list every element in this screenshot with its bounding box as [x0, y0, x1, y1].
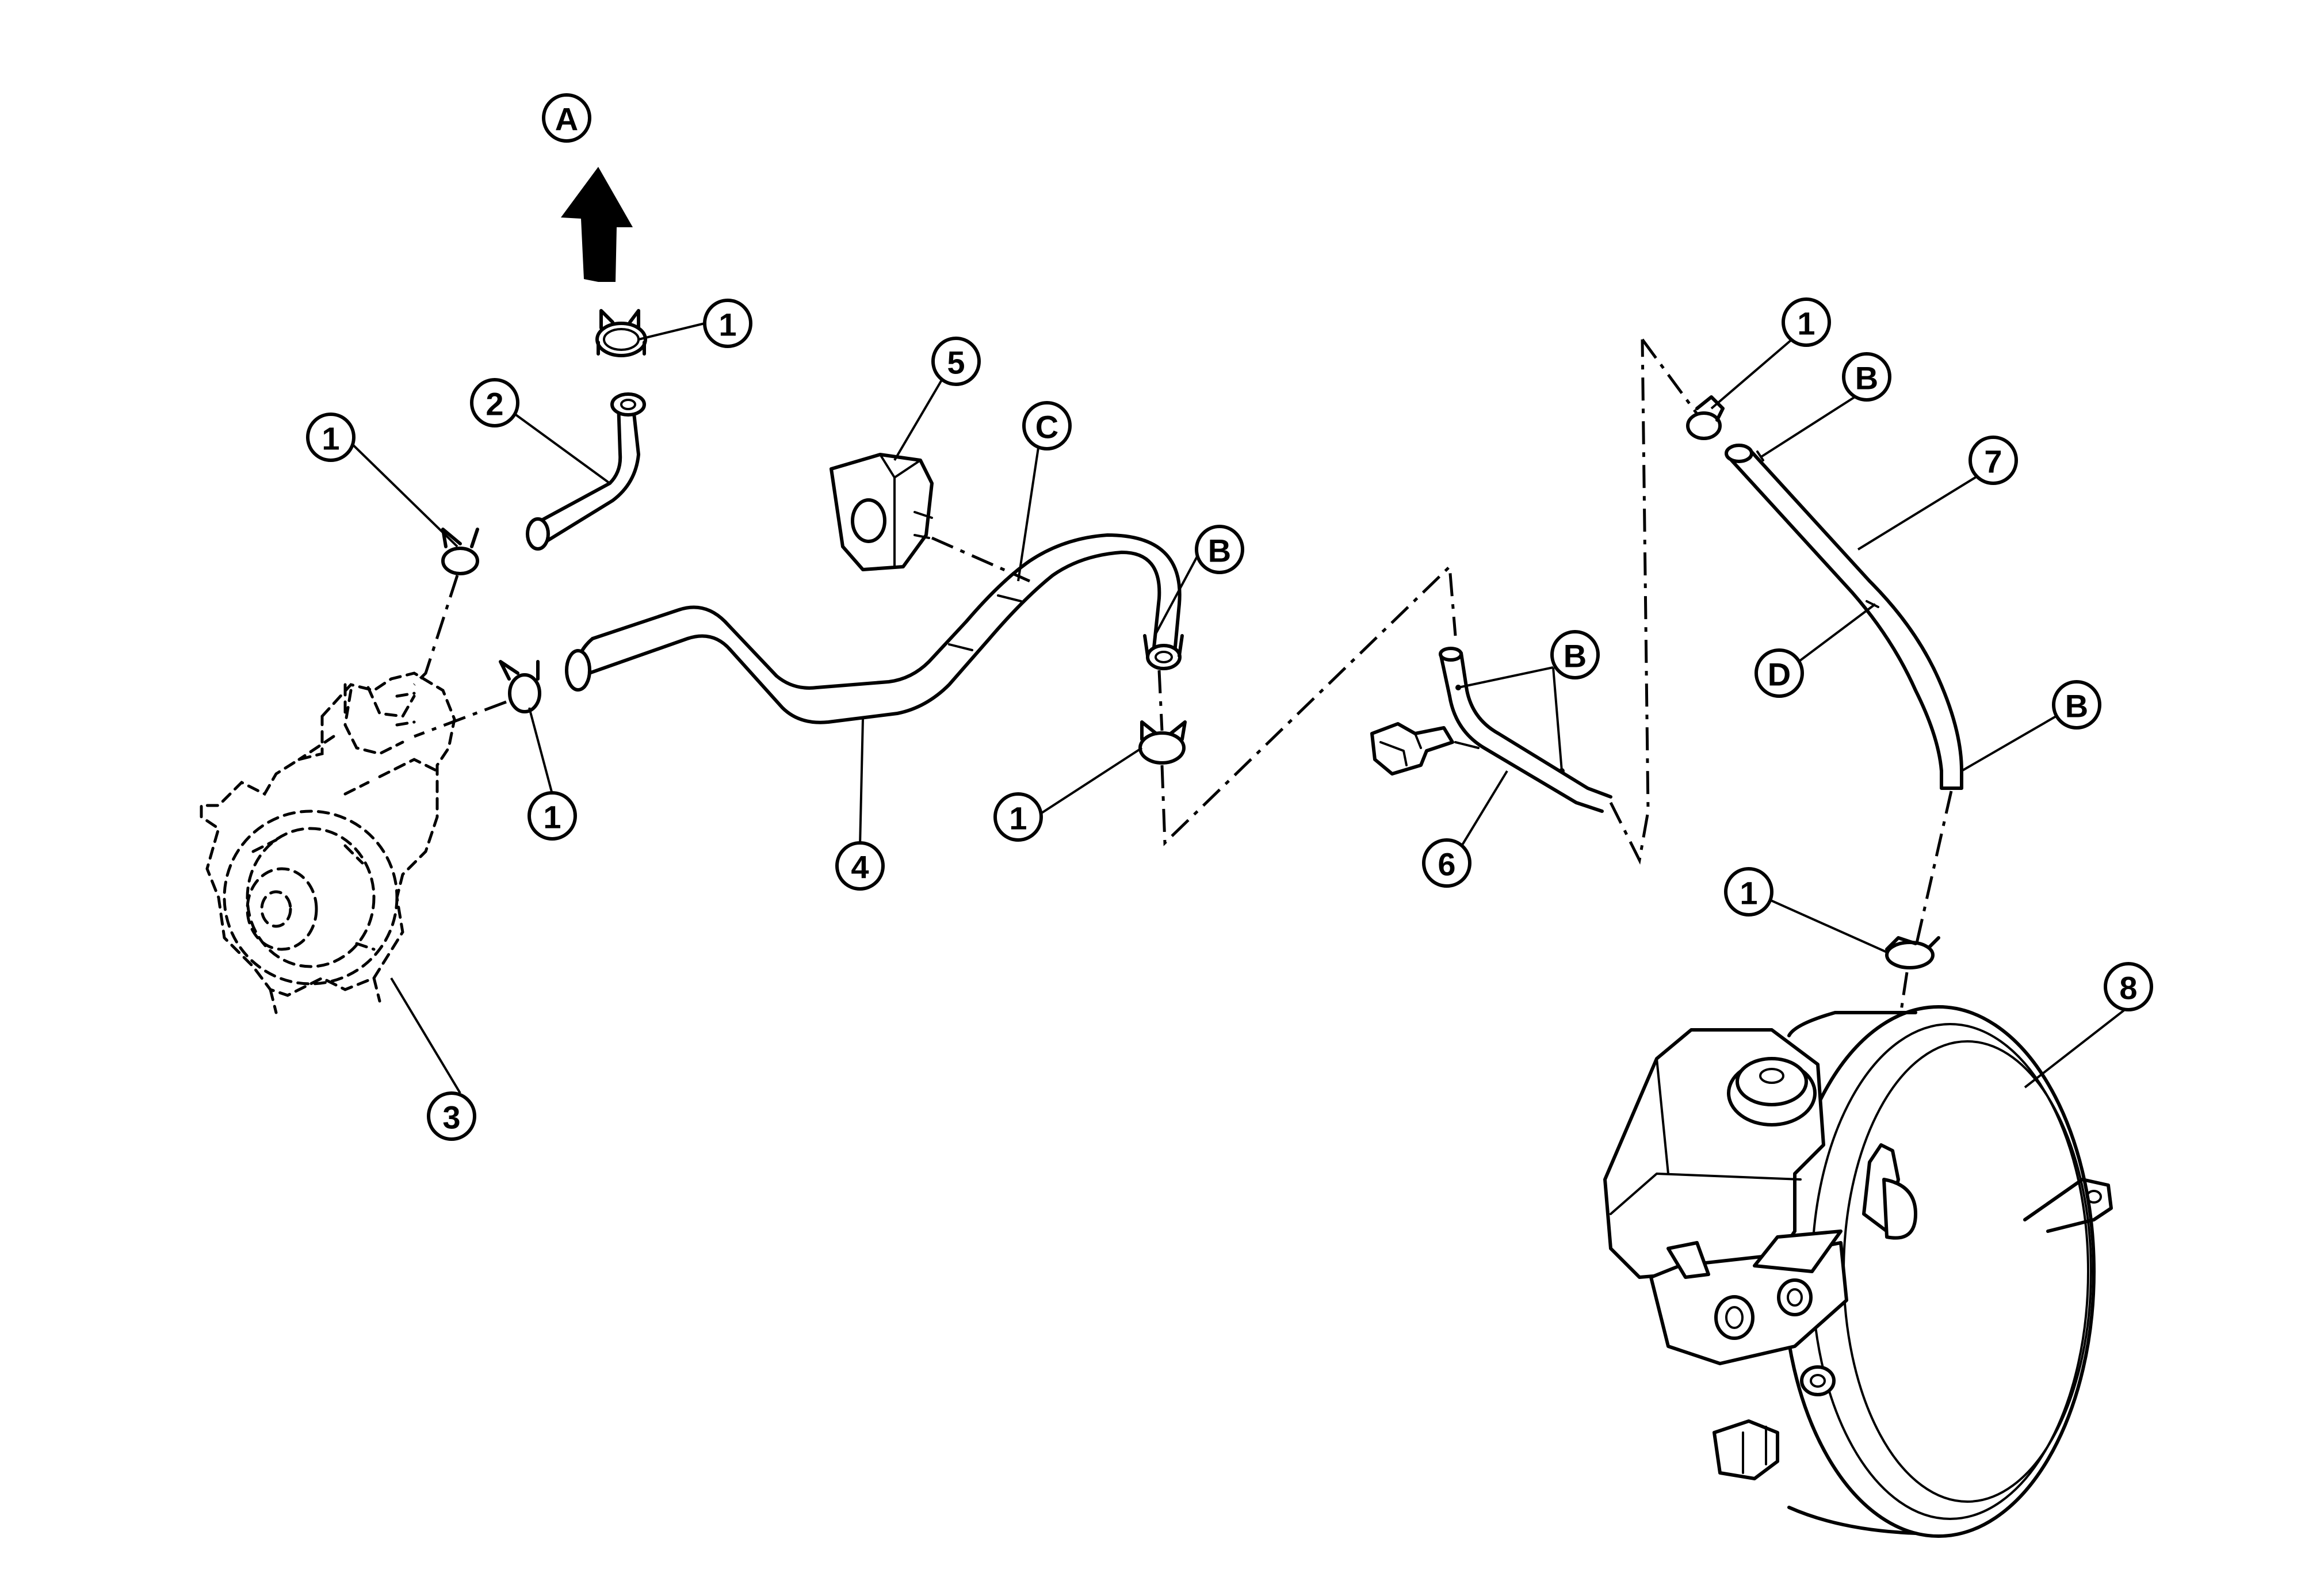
callout-3: 3	[427, 1091, 476, 1141]
hose-grommet	[830, 453, 934, 571]
direction-arrow	[561, 167, 633, 282]
callout-A: A	[542, 93, 591, 143]
vacuum-hose-4	[565, 533, 1184, 724]
svg-text:1: 1	[718, 307, 736, 343]
callout-1: 1	[1782, 297, 1831, 347]
leader-lines	[344, 322, 2130, 1094]
callout-5: 5	[931, 337, 981, 386]
svg-text:B: B	[2065, 688, 2088, 724]
callout-1: 1	[306, 413, 356, 462]
callout-1: 1	[703, 299, 752, 348]
svg-text:C: C	[1035, 409, 1058, 445]
callout-8: 8	[2104, 962, 2153, 1011]
svg-text:1: 1	[322, 421, 339, 457]
svg-text:A: A	[555, 101, 578, 138]
callout-1: 1	[528, 791, 577, 841]
svg-text:3: 3	[442, 1099, 460, 1136]
callout-D: D	[1755, 648, 1804, 698]
svg-text:2: 2	[486, 386, 503, 422]
svg-text:1: 1	[1797, 306, 1815, 342]
vacuum-hose-2	[526, 392, 646, 551]
svg-text:8: 8	[2119, 970, 2137, 1006]
callout-6: 6	[1422, 838, 1471, 888]
svg-text:6: 6	[1438, 846, 1455, 883]
vacuum-hose-7	[1725, 444, 1963, 790]
svg-text:B: B	[1564, 638, 1587, 674]
svg-text:D: D	[1768, 656, 1791, 693]
callout-B: B	[2052, 680, 2101, 730]
callout-4: 4	[835, 841, 885, 891]
hose-clamp	[1885, 936, 1940, 969]
svg-text:1: 1	[1740, 875, 1757, 911]
callout-B: B	[1842, 352, 1891, 402]
callout-B: B	[1550, 630, 1600, 679]
svg-text:B: B	[1208, 533, 1231, 569]
hose-clamp	[499, 660, 541, 713]
hose-clamp	[1686, 395, 1725, 440]
callout-7: 7	[1968, 436, 2018, 485]
vacuum-hose-6	[1370, 647, 1612, 813]
svg-text:4: 4	[851, 849, 869, 885]
hose-clamp	[1138, 720, 1187, 765]
callout-C: C	[1022, 401, 1072, 450]
svg-text:7: 7	[1984, 444, 2002, 480]
svg-text:1: 1	[543, 799, 561, 835]
brake-booster	[1603, 1005, 2113, 1538]
svg-text:B: B	[1855, 360, 1878, 396]
callout-B: B	[1195, 525, 1244, 574]
hose-clamp	[595, 309, 647, 357]
callout-1: 1	[1724, 867, 1773, 917]
svg-text:5: 5	[947, 345, 965, 381]
callout-1: 1	[993, 792, 1043, 842]
svg-text:1: 1	[1009, 800, 1027, 837]
callout-2: 2	[470, 378, 519, 427]
vacuum-pump	[200, 671, 456, 1014]
hose-clamp	[441, 528, 479, 575]
